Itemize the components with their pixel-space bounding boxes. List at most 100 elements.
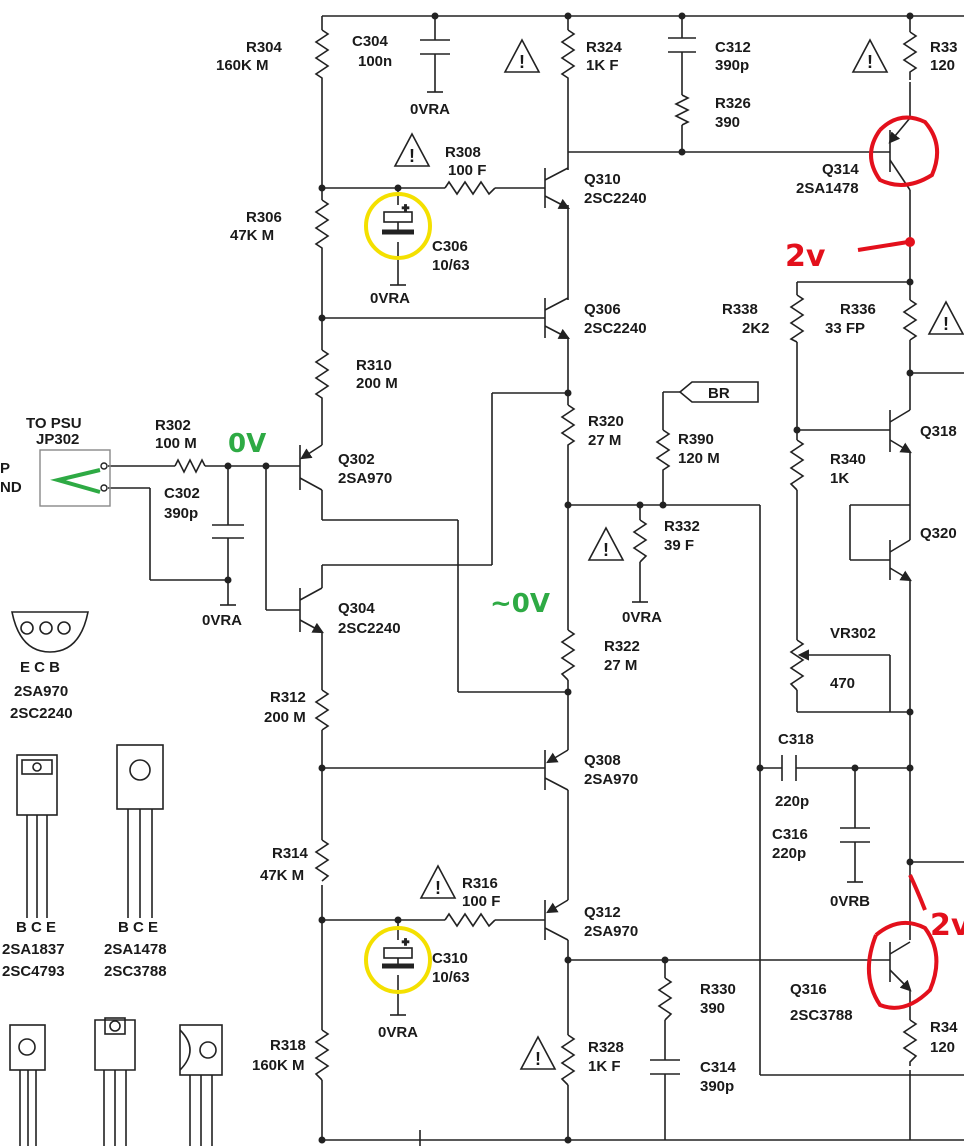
r322-symbol [560, 629, 576, 681]
c302-val: 390p [164, 505, 198, 522]
q320-ref: Q320 [920, 525, 957, 542]
warning-icons: ! ! ! ! ! ! ! [393, 38, 964, 1070]
edge-p: P [0, 460, 10, 477]
q308-symbol [544, 749, 569, 791]
resistors [174, 29, 918, 1086]
r34x-ref: R34 [930, 1019, 958, 1036]
annotation-top-voltage: 2v [785, 239, 826, 274]
c306-symbol: + [382, 200, 414, 235]
q304-val: 2SC2240 [338, 620, 401, 637]
c306-ref: C306 [432, 238, 468, 255]
q316-symbol [889, 941, 912, 992]
component-labels: R304 160K M C304 100n 0VRA R324 1K F C31… [0, 33, 958, 1095]
r330-val: 390 [700, 1000, 725, 1017]
r326-ref: R326 [715, 95, 751, 112]
r390-val: 120 M [678, 450, 720, 467]
r330-symbol [657, 977, 673, 1021]
q302-ref: Q302 [338, 451, 375, 468]
q310-val: 2SC2240 [584, 190, 647, 207]
r318-ref: R318 [270, 1037, 306, 1054]
c316-gnd: 0VRB [830, 893, 870, 910]
r310-ref: R310 [356, 357, 392, 374]
r322-val: 27 M [604, 657, 637, 674]
to220-pins: B C E [16, 919, 56, 936]
r304-val: 160K M [216, 57, 269, 74]
c318-ref: C318 [778, 731, 814, 748]
q304-ref: Q304 [338, 600, 375, 617]
warning-icon: ! [519, 1035, 557, 1070]
q312-symbol [544, 899, 569, 941]
jp302: JP302 [36, 431, 79, 448]
r318-symbol [314, 1029, 330, 1081]
r316-symbol [444, 912, 496, 928]
to220-package-icon [16, 754, 58, 918]
to3p-part2: 2SC3788 [104, 963, 167, 980]
r330-ref: R330 [700, 981, 736, 998]
annotation-bottom-arrow [908, 874, 927, 911]
br-tag [678, 381, 759, 403]
svg-text:!: ! [409, 146, 415, 166]
c310-val: 10/63 [432, 969, 470, 986]
r328-symbol [560, 1034, 576, 1086]
q306-val: 2SC2240 [584, 320, 647, 337]
q314-val: 2SA1478 [796, 180, 859, 197]
c310-symbol: + [382, 934, 414, 969]
r33x-symbol [902, 31, 918, 80]
r340-ref: R340 [830, 451, 866, 468]
r304-ref: R304 [246, 39, 283, 56]
q302-symbol [299, 444, 323, 491]
annotation-bottom-voltage: 2v [930, 908, 964, 943]
c316-ref: C316 [772, 826, 808, 843]
to3p-part1: 2SA1478 [104, 941, 167, 958]
q306-symbol [544, 297, 570, 340]
r318-val: 160K M [252, 1057, 305, 1074]
c302-ref: C302 [164, 485, 200, 502]
r322-ref: R322 [604, 638, 640, 655]
r326-symbol [674, 94, 690, 126]
q314-ref: Q314 [822, 161, 859, 178]
r302-symbol [174, 458, 206, 474]
r336-symbol [902, 299, 918, 341]
c304-ref: C304 [352, 33, 389, 50]
annotation-top-arrow [857, 240, 909, 252]
vr302-symbol [789, 639, 805, 691]
package-legend [9, 611, 223, 1146]
r310-symbol [314, 349, 330, 400]
to92-pins: E C B [20, 659, 60, 676]
q310-symbol [544, 167, 570, 210]
c318-symbol [781, 755, 797, 781]
r332-val: 39 F [664, 537, 694, 554]
r308-ref: R308 [445, 144, 481, 161]
to-psu: TO PSU [26, 415, 82, 432]
r316-val: 100 F [462, 893, 500, 910]
to92-package-icon [11, 611, 89, 653]
svg-text:!: ! [519, 52, 525, 72]
c304-symbol [420, 39, 450, 55]
r324-symbol [560, 29, 576, 82]
r336-val: 33 FP [825, 320, 865, 337]
c312-val: 390p [715, 57, 749, 74]
edge-nd: ND [0, 479, 22, 496]
to3p-package-icon [116, 744, 164, 918]
r34x-symbol [902, 1019, 918, 1066]
svg-text:!: ! [435, 878, 441, 898]
svg-text:!: ! [535, 1049, 541, 1069]
c316-val: 220p [772, 845, 806, 862]
to220-part1: 2SA1837 [2, 941, 65, 958]
c314-symbol [650, 1059, 680, 1075]
to92-part2: 2SC2240 [10, 705, 73, 722]
annotation-input-voltage: 0V [228, 429, 266, 459]
pinout-labels: E C B 2SA970 2SC2240 B C E 2SA1837 2SC47… [2, 659, 167, 980]
highlight-c306 [364, 192, 432, 260]
c318-val: 220p [775, 793, 809, 810]
r308-val: 100 F [448, 162, 486, 179]
highlight-q316 [866, 920, 939, 1010]
r314-val: 47K M [260, 867, 304, 884]
q306-ref: Q306 [584, 301, 621, 318]
q316-ref: Q316 [790, 981, 827, 998]
r324-val: 1K F [586, 57, 619, 74]
q312-val: 2SA970 [584, 923, 638, 940]
r320-symbol [560, 404, 576, 450]
to220-part2: 2SC4793 [2, 963, 65, 980]
r33x-ref: R33 [930, 39, 958, 56]
